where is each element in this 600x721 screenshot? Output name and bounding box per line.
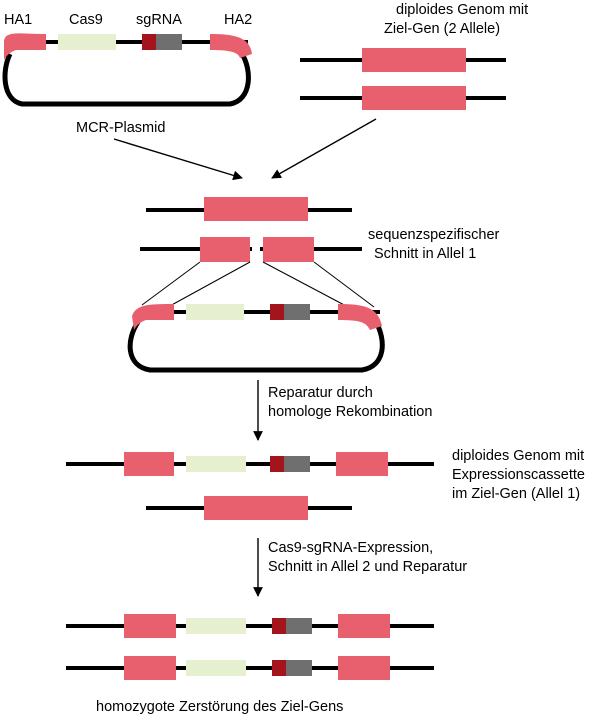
final-allele-1-sgrna-grey: [286, 618, 312, 634]
final-allele-2-sgrna-dark: [272, 660, 286, 676]
cas9-label: Cas9: [69, 12, 103, 28]
expr-label-line2: Schnitt in Allel 2 und Reparatur: [268, 559, 467, 575]
cut-gene-left: [200, 237, 250, 262]
homozygous-genome: [66, 614, 434, 680]
expr-label-line1: Cas9-sgRNA-Expression,: [268, 540, 433, 556]
recombination-plasmid-backbone: [127, 320, 385, 373]
final-allele-1-sgrna-dark: [272, 618, 286, 634]
final-allele-2-gene-right: [338, 656, 390, 680]
cassette-label-line1: diploides Genom mit: [452, 448, 584, 464]
cassette-gene-left: [124, 452, 174, 476]
result-label: homozygote Zerstörung des Ziel-Gens: [96, 699, 343, 715]
final-allele-2-cas9: [186, 660, 246, 676]
recombination-sgrna-grey: [284, 304, 310, 320]
sgrna-dark-box: [142, 34, 156, 50]
cassette-cas9: [186, 456, 246, 472]
final-allele-1-gene-right: [338, 614, 390, 638]
final-allele-1-cas9: [186, 618, 246, 634]
arrow-genome-to-cut: [271, 118, 377, 179]
mcr-plasmid: HA1 Cas9 sgRNA HA2 MCR-Plasmid: [2, 12, 252, 136]
cut-label-line1: sequenzspezifischer: [368, 227, 500, 243]
plasmid-backbone: [2, 52, 251, 107]
ha1-label: HA1: [4, 12, 32, 28]
recombination-cas9: [186, 304, 244, 320]
ha2-arm: [210, 34, 252, 58]
final-allele-2-gene-left: [124, 656, 176, 680]
cut-stage: sequenzspezifischer Schnitt in Allel 1: [140, 197, 500, 262]
target-genome: diploides Genom mit Ziel-Gen (2 Allele): [300, 2, 528, 110]
final-allele-1-gene-left: [124, 614, 176, 638]
sgrna-label: sgRNA: [136, 12, 182, 28]
arrow-plasmid-to-cut: [113, 138, 243, 181]
genome-label-line2: Ziel-Gen (2 Allele): [384, 21, 500, 37]
cas9-box: [58, 34, 116, 50]
sgrna-grey-box: [156, 34, 182, 50]
cassette-sgrna-grey: [284, 456, 310, 472]
cassette-allele-2-gene: [204, 496, 308, 520]
genome-label-line1: diploides Genom mit: [396, 2, 528, 18]
repair-label-line1: Reparatur durch: [268, 385, 373, 401]
recombination-ha1: [132, 304, 174, 330]
cassette-genome: diploides Genom mit Expressionscassette …: [66, 448, 585, 520]
cassette-label-line2: Expressionscassette: [452, 467, 585, 483]
cut-gene-right: [263, 237, 314, 262]
repair-label-line2: homologe Rekombination: [268, 404, 432, 420]
ha2-label: HA2: [224, 12, 252, 28]
cassette-label-line3: im Ziel-Gen (Allel 1): [452, 486, 580, 502]
crossover-lines: [141, 261, 375, 308]
ha1-arm: [4, 33, 46, 60]
cut-allele-2-gene: [204, 197, 308, 221]
plasmid-label: MCR-Plasmid: [76, 120, 165, 136]
recombination-ha2: [338, 304, 382, 330]
cassette-sgrna-dark: [270, 456, 284, 472]
recombination-sgrna-dark: [270, 304, 284, 320]
allele-2-gene: [362, 86, 466, 110]
allele-1-gene: [362, 48, 466, 72]
recombination-plasmid: [127, 304, 385, 373]
final-allele-2-sgrna-grey: [286, 660, 312, 676]
cut-label-line2: Schnitt in Allel 1: [374, 246, 476, 262]
cassette-gene-right: [336, 452, 388, 476]
